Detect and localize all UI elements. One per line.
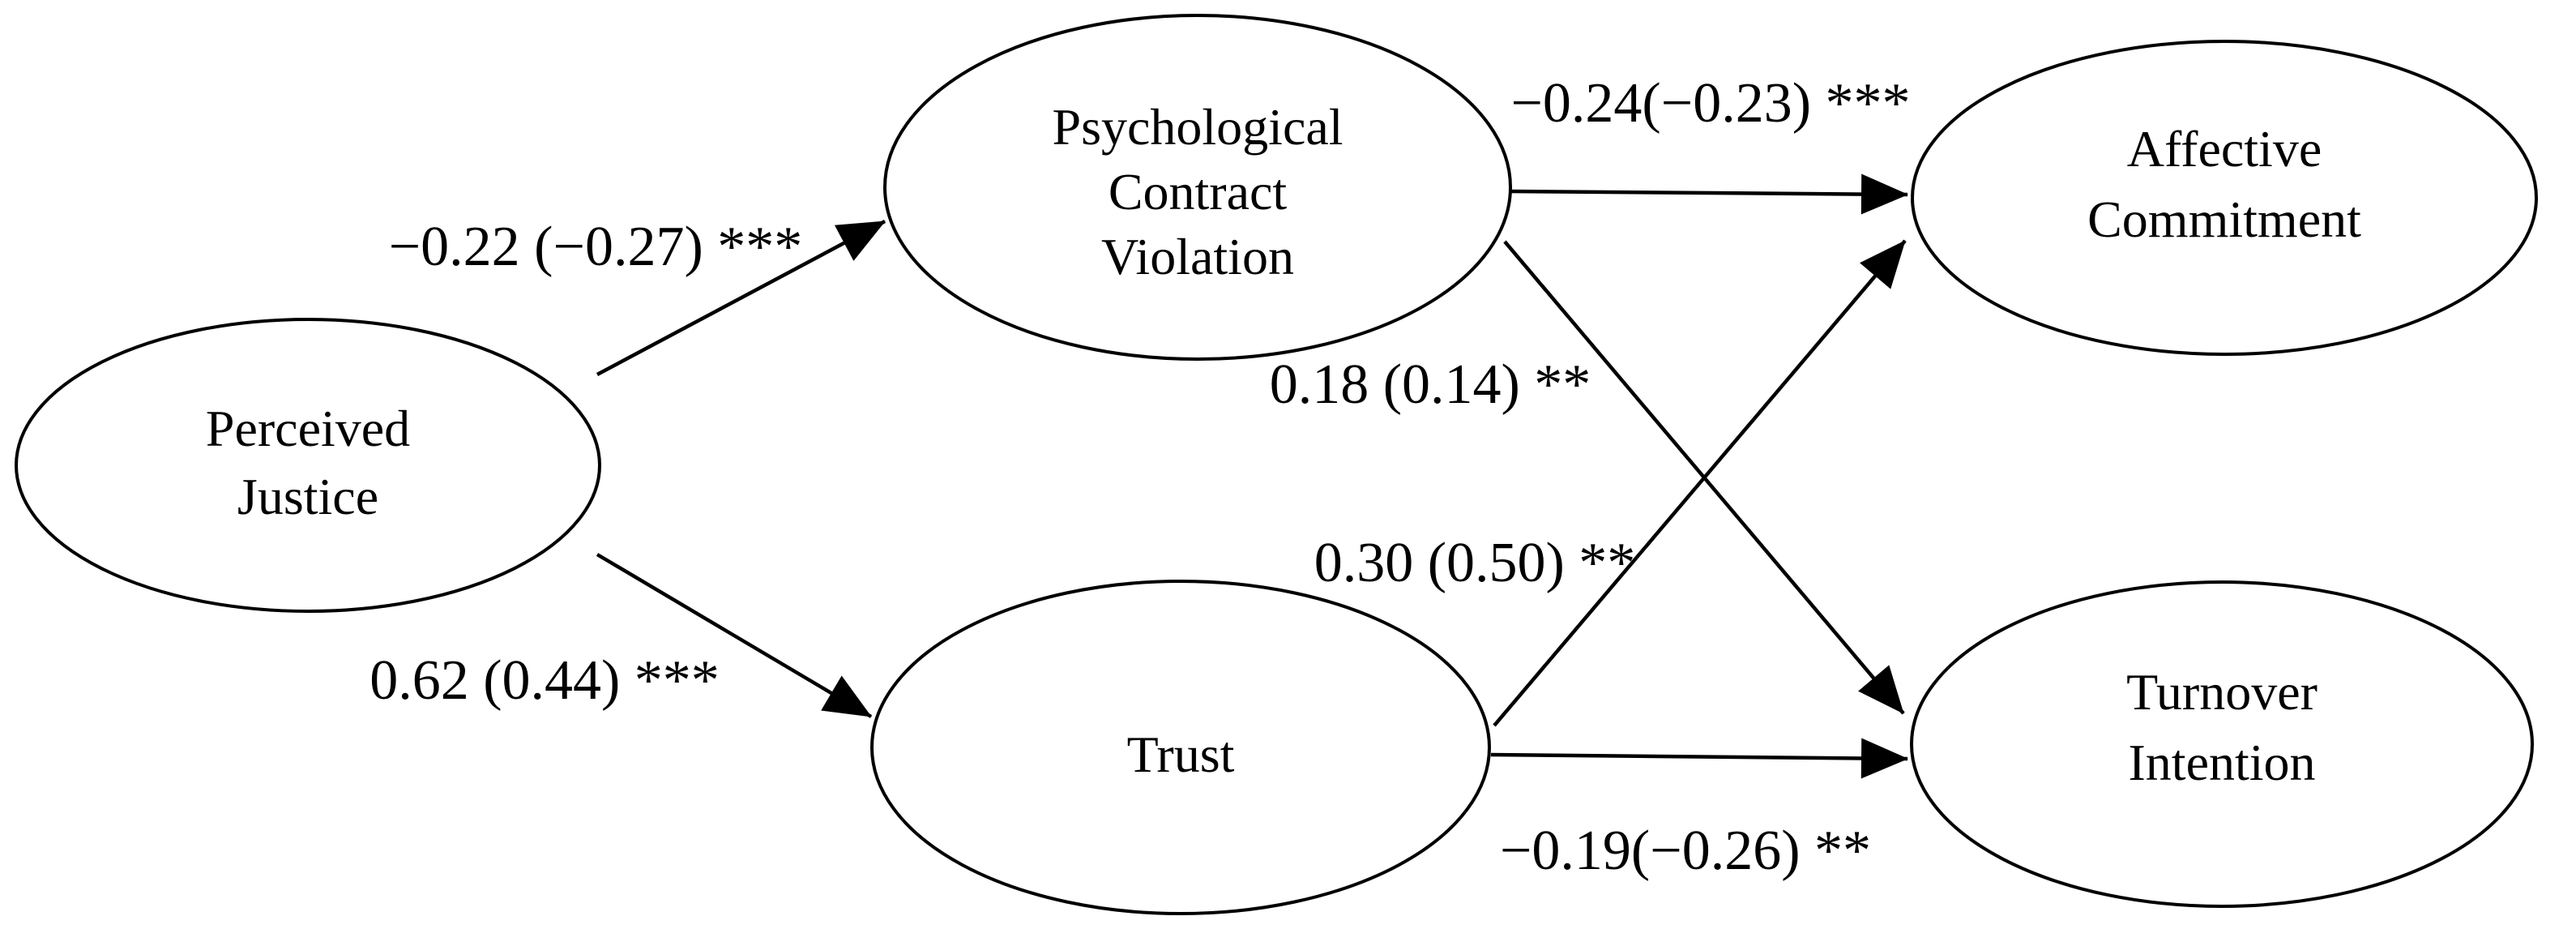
node-psychological-contract-violation-ellipse (883, 14, 1512, 361)
node-psychological-contract-violation-label-line1: Psychological (1052, 98, 1343, 156)
edge-pcv-to-ac-line (1510, 173, 1908, 215)
node-affective-commitment-label-line2: Commitment (2087, 191, 2361, 248)
edge-trust-to-ac-label: 0.30 (0.50) ** (1314, 532, 1636, 594)
node-trust: Trust (870, 580, 1491, 915)
edge-trust-to-ti-label: −0.19(−0.26) ** (1500, 820, 1871, 882)
edge-pj-to-pcv-label: −0.22 (−0.27) *** (389, 216, 803, 278)
node-affective-commitment-ellipse (1911, 40, 2538, 356)
node-trust-ellipse (870, 580, 1491, 915)
node-perceived-justice-label-line1: Perceived (206, 400, 410, 457)
node-psychological-contract-violation-label-line3: Violation (1101, 228, 1294, 285)
node-perceived-justice: Perceived Justice (15, 318, 601, 613)
node-psychological-contract-violation-label-line2: Contract (1109, 163, 1288, 220)
node-turnover-intention-label-line1: Turnover (2126, 663, 2318, 721)
edge-trust-to-ac-line (1493, 239, 1907, 727)
node-turnover-intention-label-line2: Intention (2128, 734, 2315, 791)
node-psychological-contract-violation: Psychological Contract Violation (883, 14, 1512, 361)
edge-pcv-to-ti-label: 0.18 (0.14) ** (1270, 353, 1591, 416)
node-affective-commitment: Affective Commitment (1911, 40, 2538, 356)
node-perceived-justice-ellipse (15, 318, 601, 613)
node-turnover-intention-ellipse (1910, 580, 2534, 908)
node-trust-label-line1: Trust (1127, 726, 1235, 783)
edge-pcv-to-ac-label: −0.24(−0.23) *** (1510, 72, 1910, 135)
node-perceived-justice-label-line2: Justice (237, 468, 378, 525)
node-turnover-intention: Turnover Intention (1910, 580, 2534, 908)
edge-pj-to-pcv-line (596, 220, 886, 376)
edge-pj-to-trust-line (596, 553, 873, 718)
edge-trust-to-ti-line (1490, 738, 1908, 779)
node-affective-commitment-label-line1: Affective (2127, 120, 2322, 178)
edge-pj-to-trust-label: 0.62 (0.44) *** (370, 649, 720, 712)
